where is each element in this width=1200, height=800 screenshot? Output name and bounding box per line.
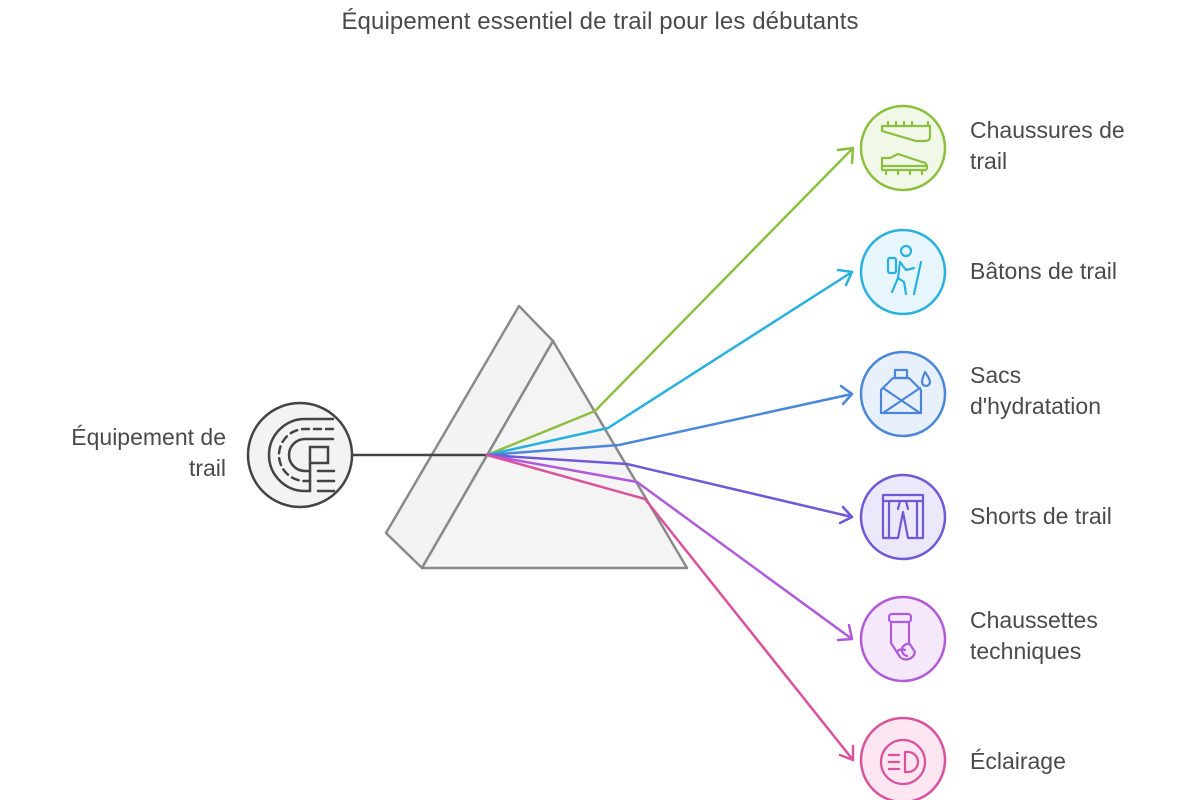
- beam-socks: [485, 453, 854, 641]
- diagram-title: Équipement essentiel de trail pour les d…: [341, 8, 859, 35]
- item-label-poles: Bâtons de trail: [970, 256, 1190, 287]
- item-label-socks: Chaussettes techniques: [970, 605, 1190, 667]
- trail-road-icon: [246, 401, 354, 509]
- source-label-line1: Équipement de: [71, 424, 226, 450]
- beam-shorts: [485, 453, 854, 519]
- hiker-with-poles-icon: [859, 228, 947, 316]
- source-label: Équipement de trail: [71, 422, 226, 484]
- item-label-shoes: Chaussures de trail: [970, 115, 1190, 177]
- item-label-line1: Sacs: [970, 362, 1022, 388]
- beam-hydration-arrow: [839, 384, 854, 406]
- water-bottle-icon: [859, 350, 947, 438]
- beam-poles: [485, 270, 854, 457]
- shorts-icon: [859, 473, 947, 561]
- source-label-line2: trail: [188, 455, 226, 481]
- item-label-line1: Bâtons de trail: [970, 258, 1118, 284]
- item-label-line2: d'hydratation: [970, 393, 1101, 419]
- item-label-lighting: Éclairage: [970, 746, 1190, 777]
- beam-shoes: [485, 146, 855, 457]
- trail-shoes-icon: [859, 104, 947, 192]
- prism: [384, 304, 689, 570]
- headlamp-icon: [859, 716, 947, 800]
- item-label-line1: Éclairage: [970, 748, 1066, 774]
- sock-icon: [859, 595, 947, 683]
- item-label-line2: trail: [970, 148, 1008, 174]
- beam-shorts-arrow: [838, 505, 854, 525]
- beam-lighting-arrow: [838, 744, 855, 762]
- beam-lighting: [485, 453, 855, 762]
- beam-hydration: [485, 392, 854, 457]
- item-label-line2: techniques: [970, 638, 1082, 664]
- item-label-line1: Chaussures de: [970, 117, 1125, 143]
- beam-socks-arrow: [836, 623, 854, 642]
- item-label-shorts: Shorts de trail: [970, 501, 1190, 532]
- item-label-line1: Shorts de trail: [970, 503, 1112, 529]
- beam-poles-arrow: [836, 268, 854, 287]
- item-label-hydration: Sacs d'hydratation: [970, 360, 1190, 422]
- item-label-line1: Chaussettes: [970, 607, 1098, 633]
- beam-shoes-arrow: [836, 146, 855, 165]
